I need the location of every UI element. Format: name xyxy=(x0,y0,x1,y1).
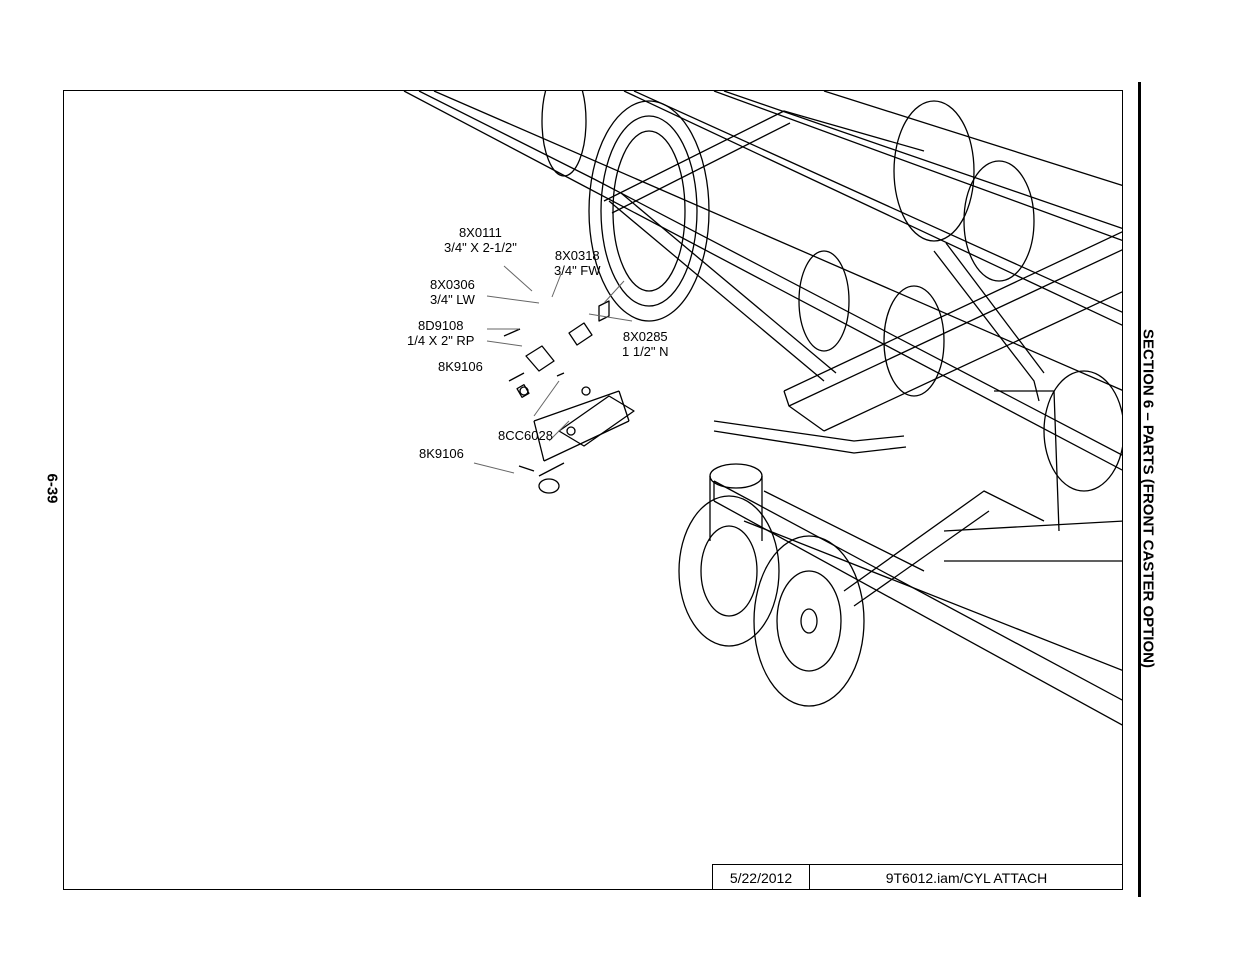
callout-desc: 1/4 X 2" RP xyxy=(407,333,475,348)
disc-gangs xyxy=(541,91,1122,492)
callout-desc: 3/4" LW xyxy=(430,292,475,307)
callout-desc: 3/4" FW xyxy=(554,263,601,278)
right-rule xyxy=(1138,82,1141,897)
callout-8k9106-upper: 8K9106 xyxy=(438,359,483,374)
section-title: SECTION 6 – PARTS (FRONT CASTER OPTION) xyxy=(1139,329,1157,668)
callout-8k9106-lower: 8K9106 xyxy=(419,446,464,461)
callout-8cc6028: 8CC6028 xyxy=(498,428,553,443)
title-block-date: 5/22/2012 xyxy=(713,865,810,890)
parts-drawing xyxy=(403,91,1122,726)
callout-part: 8X0111 xyxy=(458,225,502,240)
callout-8d9108: 8D9108 1/4 X 2" RP xyxy=(407,318,474,348)
callout-desc: 1 1/2" N xyxy=(622,344,669,359)
callout-part: 8D9108 xyxy=(417,318,464,333)
page-number: 6-39 xyxy=(43,473,61,504)
callout-desc: 3/4" X 2-1/2" xyxy=(444,240,517,255)
callout-part: 8CC6028 xyxy=(498,428,553,443)
main-frame-beams xyxy=(403,91,1122,532)
caster-frame xyxy=(713,420,1122,726)
title-block: 5/22/2012 9T6012.iam/CYL ATTACH xyxy=(712,864,1123,890)
cylinder-assembly xyxy=(503,300,635,494)
callout-part: 8X0306 xyxy=(430,277,475,292)
drawing-frame: 8X0111 3/4" X 2-1/2" 8X0318 3/4" FW 8X03… xyxy=(63,90,1123,890)
caster-wheels xyxy=(678,463,865,707)
title-block-file: 9T6012.iam/CYL ATTACH xyxy=(885,869,1048,886)
callout-part: 8X0285 xyxy=(622,329,668,344)
callout-8x0111: 8X0111 3/4" X 2-1/2" xyxy=(444,225,517,255)
callout-8x0285: 8X0285 1 1/2" N xyxy=(622,329,669,359)
callout-part: 8K9106 xyxy=(438,359,483,374)
callout-8x0318: 8X0318 3/4" FW xyxy=(554,248,601,278)
callout-part: 8X0318 xyxy=(554,248,600,263)
callout-part: 8K9106 xyxy=(419,446,464,461)
leader-lines xyxy=(473,265,633,474)
callout-8x0306: 8X0306 3/4" LW xyxy=(430,277,475,307)
